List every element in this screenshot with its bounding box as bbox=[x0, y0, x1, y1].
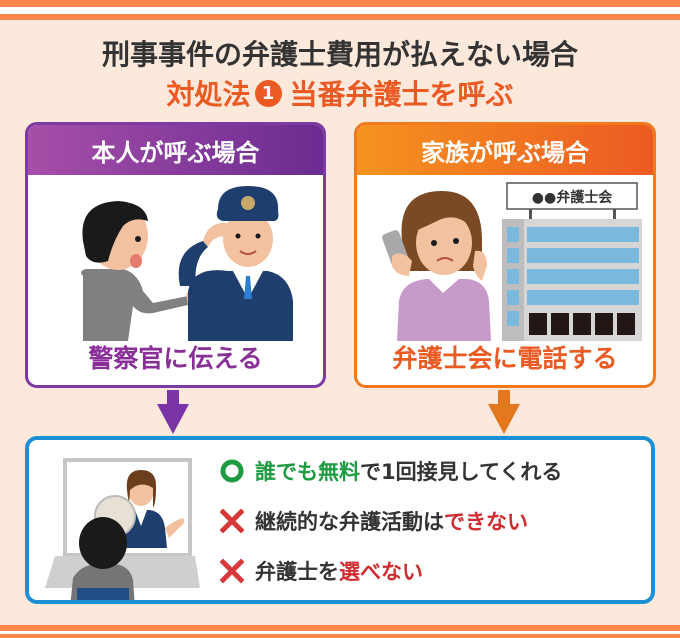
subtitle-main: 当番弁護士を呼ぶ bbox=[289, 78, 514, 111]
suspect-and-police-illustration bbox=[81, 186, 293, 341]
panel-self-call: 本人が呼ぶ場合 警察官に伝える bbox=[25, 122, 326, 388]
woman-on-phone-icon bbox=[382, 191, 491, 341]
page-title: 刑事事件の弁護士費用が払えない場合 bbox=[101, 38, 578, 71]
point-text: で1回接見してくれる bbox=[360, 460, 563, 484]
bottom-stripe bbox=[0, 625, 680, 631]
point-free-visit: 誰でも無料 で1回接見してくれる bbox=[219, 456, 562, 486]
circle-ok-icon bbox=[219, 458, 245, 484]
subtitle-prefix: 対処法 bbox=[166, 78, 251, 111]
panel-heading: 家族が呼ぶ場合 bbox=[357, 125, 653, 175]
visitor-figure-icon bbox=[70, 517, 135, 600]
number-badge: 1 bbox=[254, 79, 282, 107]
point-text: 弁護士を bbox=[255, 560, 339, 584]
point-cannot-choose: 弁護士を 選べない bbox=[219, 556, 423, 586]
panel-family-call: 家族が呼ぶ場合 ●●弁護士会 bbox=[354, 122, 656, 388]
top-stripe-gap bbox=[0, 7, 680, 14]
top-stripe bbox=[0, 0, 680, 7]
bottom-stripe-gap bbox=[0, 631, 680, 634]
cross-icon bbox=[219, 508, 245, 534]
result-box: 誰でも無料 で1回接見してくれる 継続的な弁護活動は できない 弁護士を 選べな… bbox=[25, 436, 655, 604]
woman-phone-bar-association-illustration: ●●弁護士会 bbox=[382, 182, 642, 341]
top-stripe-2 bbox=[0, 14, 680, 20]
page-subtitle: 対処法 1 当番弁護士を呼ぶ bbox=[0, 73, 680, 113]
visitation-room-illustration bbox=[45, 458, 200, 600]
point-no-continuous-defense: 継続的な弁護活動は できない bbox=[219, 506, 528, 536]
bar-association-building-icon: ●●弁護士会 bbox=[502, 182, 642, 341]
panel-heading: 本人が呼ぶ場合 bbox=[28, 125, 323, 175]
suspect-figure-icon bbox=[81, 201, 206, 341]
panel-caption: 弁護士会に電話する bbox=[392, 344, 618, 373]
police-officer-icon bbox=[178, 186, 293, 341]
cross-icon bbox=[219, 558, 245, 584]
point-highlight: 誰でも無料 bbox=[255, 460, 360, 484]
point-highlight: できない bbox=[444, 510, 528, 534]
point-text: 継続的な弁護活動は bbox=[255, 510, 444, 534]
point-highlight: 選べない bbox=[339, 560, 423, 584]
panel-caption: 警察官に伝える bbox=[88, 344, 263, 373]
bottom-stripe-2 bbox=[0, 634, 680, 638]
building-sign: ●●弁護士会 bbox=[532, 189, 613, 206]
